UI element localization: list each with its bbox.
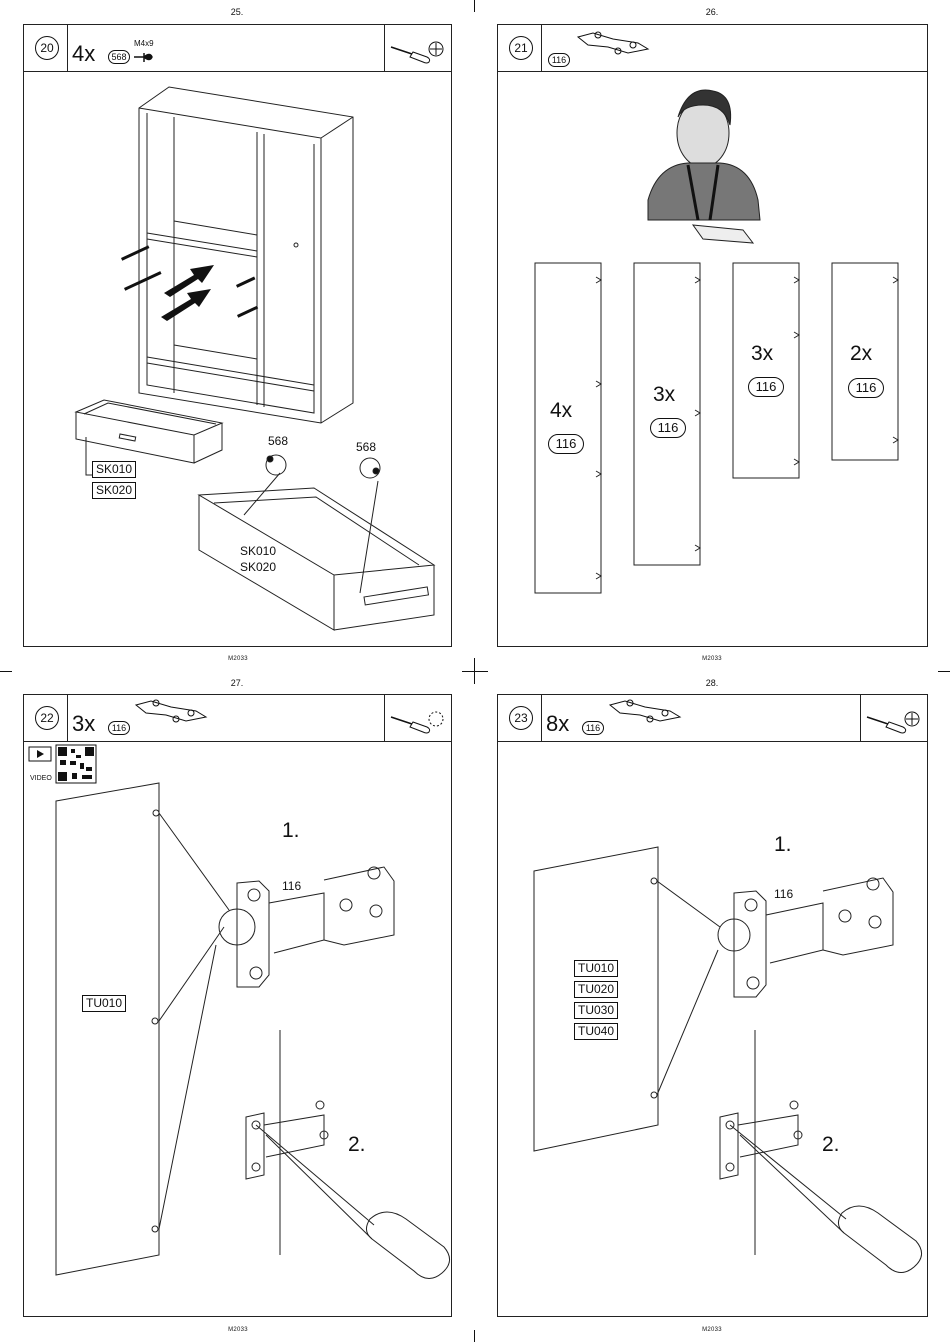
part-id-badge: 116 <box>748 377 784 397</box>
registration-mark <box>474 0 475 12</box>
door-quantity: 3x <box>653 383 675 407</box>
drawer-text: SK020 <box>240 560 276 575</box>
substep-number: 2. <box>348 1133 366 1157</box>
step-20-panel: 20 4x 568 M4x9 <box>23 24 452 647</box>
wardrobe-drawing <box>24 25 453 648</box>
hinge-callout: 116 <box>282 879 301 893</box>
door-quantity: 2x <box>850 342 872 366</box>
part-callout: 568 <box>268 434 288 448</box>
part-id-badge: 116 <box>650 418 686 438</box>
door-label: TU040 <box>574 1023 618 1040</box>
part-id-badge: 116 <box>848 378 884 398</box>
substep-number: 1. <box>774 833 792 857</box>
drawer-label: SK020 <box>92 482 136 499</box>
model-code: M2033 <box>218 1327 258 1333</box>
registration-mark <box>0 671 12 672</box>
model-code: M2033 <box>692 1327 732 1333</box>
registration-mark <box>938 671 950 672</box>
registration-mark <box>474 1330 475 1342</box>
hinge-callout: 116 <box>774 887 793 901</box>
page-number: 25. <box>207 7 267 17</box>
door-hinge-drawing <box>498 695 929 1318</box>
door-panels <box>498 25 929 648</box>
substep-number: 1. <box>282 819 300 843</box>
door-label: TU010 <box>574 960 618 977</box>
door-label: TU030 <box>574 1002 618 1019</box>
model-code: M2033 <box>692 656 732 662</box>
step-21-panel: 21 116 4x 116 3x <box>497 24 928 647</box>
door-quantity: 3x <box>751 342 773 366</box>
drawer-text: SK010 <box>240 544 276 559</box>
substep-number: 2. <box>822 1133 840 1157</box>
page-number: 27. <box>207 678 267 688</box>
part-callout: 568 <box>356 440 376 454</box>
step-22-panel: 22 3x 116 VIDEO <box>23 694 452 1317</box>
door-label: TU020 <box>574 981 618 998</box>
drawer-label: SK010 <box>92 461 136 478</box>
door-label: TU010 <box>82 995 126 1012</box>
page-number: 26. <box>682 7 742 17</box>
step-23-panel: 23 8x 116 <box>497 694 928 1317</box>
door-quantity: 4x <box>550 399 572 423</box>
part-id-badge: 116 <box>548 434 584 454</box>
model-code: M2033 <box>218 656 258 662</box>
page-number: 28. <box>682 678 742 688</box>
registration-mark <box>462 671 488 672</box>
